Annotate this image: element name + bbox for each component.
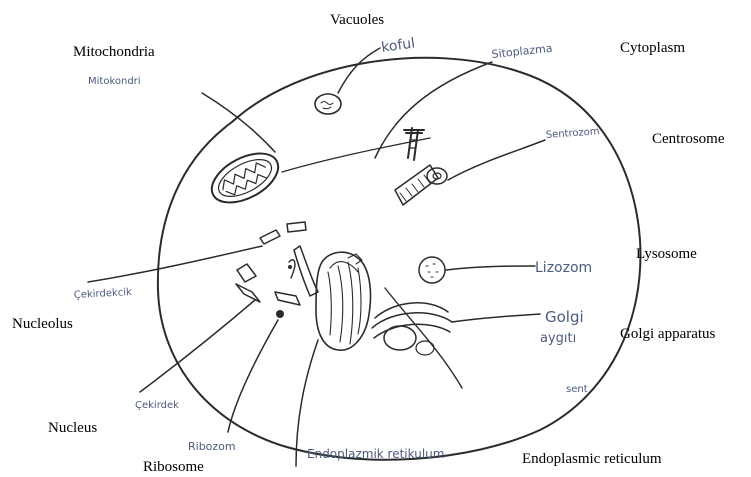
hand-label-golgi-1: Golgi: [545, 308, 584, 326]
hand-label-mitochondria: Mitokondri: [88, 76, 141, 87]
hand-label-er: Endoplazmik retikulum: [307, 447, 444, 461]
lysosome-shape: [419, 257, 445, 283]
pointer-nucleolus: [88, 246, 262, 282]
cell-membrane: [158, 58, 641, 460]
label-mitochondria: Mitochondria: [73, 44, 155, 60]
ribosome-shape: [276, 310, 284, 318]
golgi-shape: [372, 303, 452, 355]
label-centrosome: Centrosome: [652, 131, 725, 147]
er-shape: [316, 252, 370, 350]
pointer-ribosome: [228, 320, 278, 432]
lysosome-dots: [426, 264, 438, 277]
label-vacuoles: Vacuoles: [330, 12, 384, 28]
hand-label-golgi-2: aygıtı: [540, 331, 576, 346]
label-ribosome: Ribosome: [143, 459, 204, 475]
pointer-nucleus: [140, 300, 255, 392]
pointer-golgi: [452, 314, 540, 322]
mitochondrion-shape: [204, 143, 286, 212]
hand-label-stray: sent: [566, 384, 588, 395]
hand-label-ribosome: Ribozom: [188, 440, 236, 453]
pointer-lysosome: [446, 266, 535, 270]
hand-label-vacuoles: koful: [380, 35, 416, 56]
hand-label-cytoplasm: Sitoplazma: [491, 42, 553, 61]
label-er: Endoplasmic reticulum: [522, 451, 662, 467]
label-nucleus: Nucleus: [48, 420, 97, 436]
hand-label-centrosome: Sentrozom: [545, 126, 600, 141]
label-nucleolus: Nucleolus: [12, 316, 73, 332]
label-golgi: Golgi apparatus: [620, 326, 716, 342]
hand-label-lysosome: Lizozom: [535, 260, 592, 276]
pointer-mitochondria: [202, 93, 275, 152]
hand-label-nucleolus: Çekirdekcik: [74, 287, 133, 301]
nucleus-shape: [236, 222, 318, 305]
vacuole-detail: [321, 102, 333, 109]
label-cytoplasm: Cytoplasm: [620, 40, 685, 56]
hand-label-nucleus: Çekirdek: [135, 400, 179, 411]
pointer-cytoplasm: [375, 62, 492, 158]
pointer-centrosome: [448, 140, 545, 180]
pointer-vacuoles: [338, 48, 380, 93]
label-lysosome: Lysosome: [636, 246, 697, 262]
